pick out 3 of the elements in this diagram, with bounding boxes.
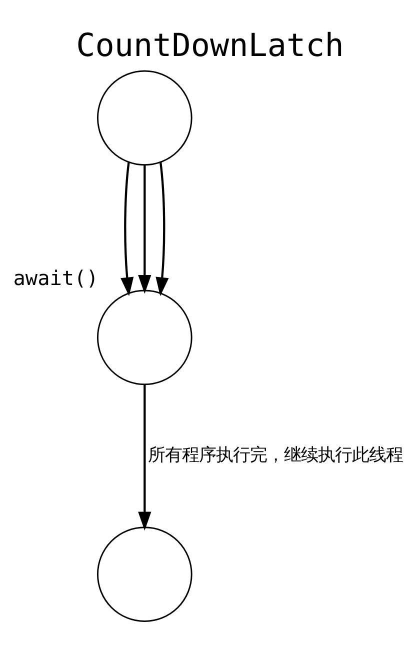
node-label: await()	[13, 266, 98, 290]
diagram-title: CountDownLatch	[76, 27, 344, 64]
edge-label: 所有程序执行完，继续执行此线程	[148, 444, 403, 465]
